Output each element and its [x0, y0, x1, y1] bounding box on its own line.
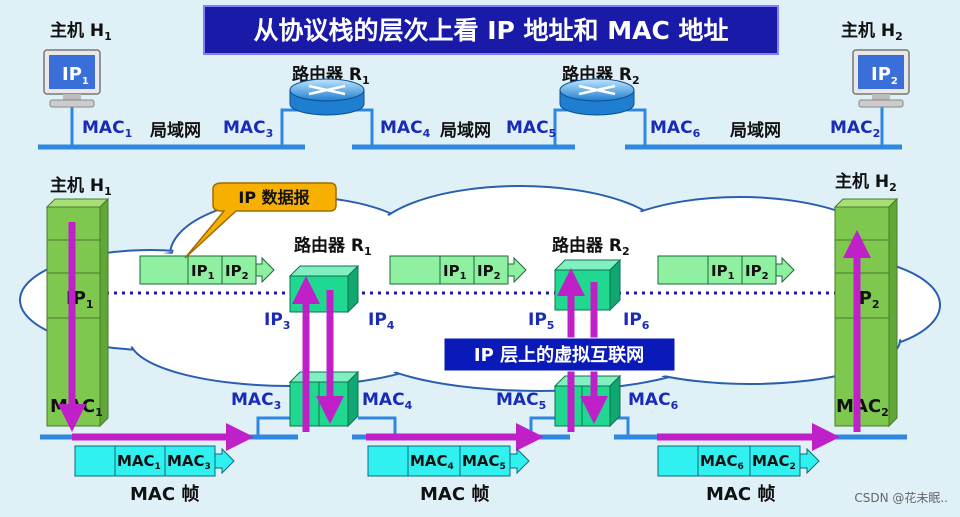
virtual-internet-label: IP 层上的虚拟互联网 [443, 337, 676, 372]
mac-frame: MAC6 MAC2 [657, 445, 820, 477]
bottom-r1-label: 路由器 R1 [294, 235, 372, 258]
title-banner: 从协议栈的层次上看 IP 地址和 MAC 地址 [203, 5, 779, 55]
mac-frame-dst: MAC2 [752, 452, 796, 472]
mac-frame-label-2: MAC 帧 [420, 483, 489, 505]
ip-packet-src: IP1 [711, 262, 735, 282]
bottom-r2-ip6: IP6 [623, 310, 650, 332]
bottom-r2-mac6: MAC6 [628, 390, 679, 412]
top-mac4-label: MAC4 [380, 118, 431, 140]
bottom-h2-mac: MAC2 [836, 396, 889, 419]
top-mac5-label: MAC5 [506, 118, 556, 140]
bottom-r2-mac5: MAC5 [496, 390, 546, 412]
router-ip-box [553, 258, 622, 312]
mac-frame-label-3: MAC 帧 [706, 483, 775, 505]
top-h2-ip: IP2 [871, 64, 898, 87]
bottom-h2-label: 主机 H2 [835, 171, 897, 194]
ip-datagram-callout: IP 数据报 [184, 182, 337, 259]
mac-frame: MAC1 MAC3 [74, 445, 235, 477]
bottom-r1-mac4: MAC4 [362, 390, 413, 412]
router-mac-box [553, 374, 622, 428]
ip-packet-src: IP1 [191, 262, 215, 282]
top-h1-label: 主机 H1 [50, 20, 112, 43]
bottom-r2-label: 路由器 R2 [552, 235, 630, 258]
top-router-r1: 路由器 R1 [289, 64, 370, 116]
mac-frame-src: MAC4 [410, 452, 454, 472]
r1-bottom-left-link [256, 416, 290, 437]
top-h1-ip: IP1 [62, 64, 89, 87]
protocol-stack [833, 197, 899, 428]
bottom-r1-mac3: MAC3 [231, 390, 281, 412]
top-network: 主机 H1 IP1 主机 H2 IP2 路由器 R1 [38, 20, 910, 150]
computer-icon [852, 49, 910, 108]
top-mac3-label: MAC3 [223, 118, 273, 140]
r2-bottom-left-link [529, 416, 555, 437]
computer-icon [43, 49, 101, 108]
virtual-internet-label-text: IP 层上的虚拟互联网 [474, 344, 644, 366]
ip-packet: IP1 IP2 [389, 255, 527, 285]
ip-packet-dst: IP2 [477, 262, 501, 282]
top-lan-label-2: 局域网 [440, 120, 491, 141]
top-mac6-label: MAC6 [650, 118, 701, 140]
page-title: 从协议栈的层次上看 IP 地址和 MAC 地址 [253, 16, 728, 45]
top-mac2-label: MAC2 [830, 118, 880, 140]
ip-packet-dst: IP2 [745, 262, 769, 282]
r1-bottom-right-link [358, 416, 397, 437]
top-host-h1: 主机 H1 IP1 [43, 20, 112, 108]
mac-frame-src: MAC6 [700, 452, 744, 472]
ip-packet-dst: IP2 [225, 262, 249, 282]
top-lan-label-3: 局域网 [730, 120, 781, 141]
ip-packet-src: IP1 [443, 262, 467, 282]
mac-frame-dst: MAC3 [167, 452, 211, 472]
top-h2-label: 主机 H2 [841, 20, 903, 43]
ip-packet: IP1 IP2 [657, 255, 795, 285]
mac-frame-src: MAC1 [117, 452, 161, 472]
bottom-r2-ip5: IP5 [528, 310, 554, 332]
router-mac-box [288, 370, 360, 428]
watermark: CSDN @花未眠.. [854, 490, 948, 505]
ip-packet: IP1 IP2 [139, 255, 275, 285]
top-r2-label: 路由器 R2 [562, 64, 640, 87]
top-host-h2: 主机 H2 IP2 [841, 20, 910, 108]
top-mac1-label: MAC1 [82, 118, 132, 140]
bottom-r1-ip3: IP3 [264, 310, 290, 332]
mac-frame-label-1: MAC 帧 [130, 483, 199, 505]
router-icon [559, 78, 635, 116]
bottom-network: 主机 H1 IP1 MAC1 主机 H2 IP2 MAC2 路由 [19, 171, 941, 505]
router-icon [289, 78, 365, 116]
protocol-stack [45, 197, 110, 428]
mac-frame-dst: MAC5 [462, 452, 506, 472]
bottom-r1-ip4: IP4 [368, 310, 395, 332]
top-lan-label-1: 局域网 [150, 120, 201, 141]
bottom-h1-label: 主机 H1 [50, 175, 112, 198]
bottom-host-h2: 主机 H2 IP2 MAC2 [833, 171, 899, 428]
top-r1-label: 路由器 R1 [292, 64, 370, 87]
ip-datagram-callout-text: IP 数据报 [238, 188, 309, 207]
top-router-r2: 路由器 R2 [559, 64, 640, 116]
bottom-h1-mac: MAC1 [50, 396, 103, 419]
mac-frame: MAC4 MAC5 [367, 445, 530, 477]
router-ip-box [288, 264, 360, 314]
bottom-host-h1: 主机 H1 IP1 MAC1 [45, 175, 112, 428]
